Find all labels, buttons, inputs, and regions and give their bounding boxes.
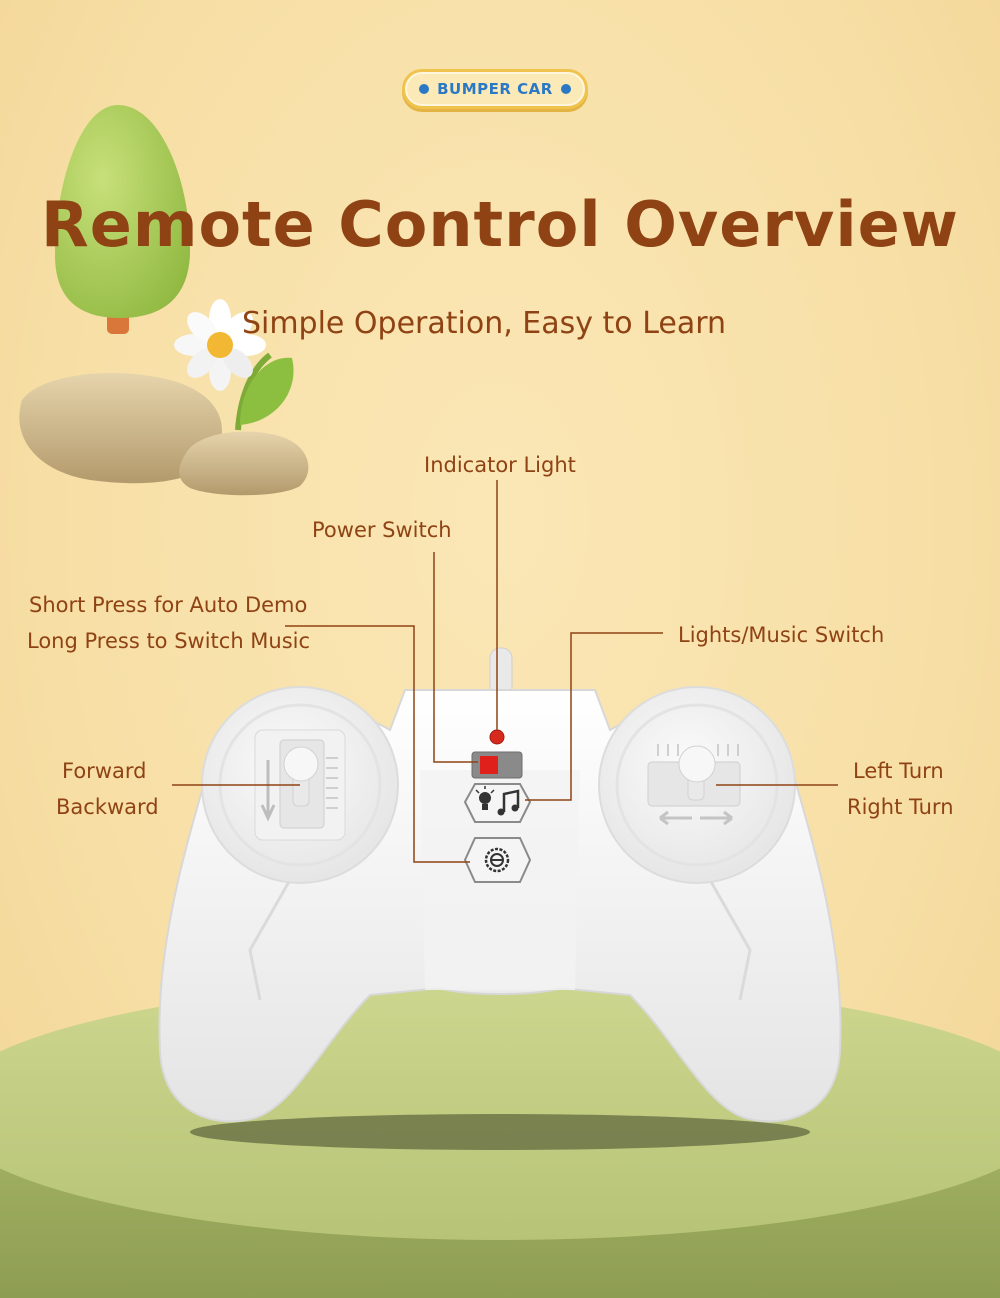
long-press-label: Long Press to Switch Music xyxy=(27,629,311,653)
power-switch-label: Power Switch xyxy=(312,518,452,542)
remote-controller xyxy=(158,647,842,1123)
page-subtitle: Simple Operation, Easy to Learn xyxy=(0,306,984,341)
power-switch-leader xyxy=(433,552,478,763)
indicator-light-label: Indicator Light xyxy=(424,453,576,477)
backward-label: Backward xyxy=(56,795,159,819)
auto-demo-icon xyxy=(484,847,510,873)
bulb-icon xyxy=(475,786,495,810)
page-title: Remote Control Overview xyxy=(41,188,959,261)
bumper-car-badge: BUMPER CAR xyxy=(402,69,588,109)
subtitle-text: Simple Operation, Easy to Learn xyxy=(241,306,727,341)
rocks-decoration xyxy=(19,372,309,496)
forward-label: Forward xyxy=(62,759,147,783)
badge-dot-left xyxy=(419,84,430,94)
platform xyxy=(0,980,1000,1298)
lights-music-switch-label: Lights/Music Switch xyxy=(678,623,885,647)
badge-label: BUMPER CAR xyxy=(437,80,553,98)
indicator-led xyxy=(489,729,505,745)
auto-demo-leader xyxy=(285,625,470,863)
flower-decoration xyxy=(174,299,294,431)
left-turn-label: Left Turn xyxy=(853,759,944,783)
right-turn-label: Right Turn xyxy=(847,795,954,819)
badge-dot-right xyxy=(560,84,571,94)
music-note-icon xyxy=(497,789,520,816)
short-press-label: Short Press for Auto Demo xyxy=(29,593,308,617)
lights-music-button[interactable] xyxy=(463,783,532,823)
auto-demo-button[interactable] xyxy=(463,837,532,883)
leader-lines xyxy=(172,480,838,863)
lights-music-leader xyxy=(525,632,663,801)
tree-decoration xyxy=(55,105,190,334)
power-switch[interactable] xyxy=(471,751,523,779)
